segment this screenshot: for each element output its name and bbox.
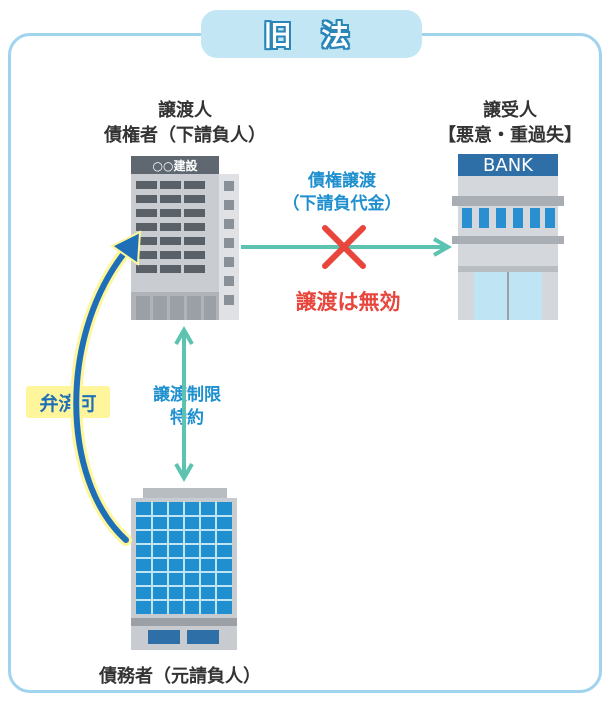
assignor-line1: 譲渡人 (158, 100, 212, 121)
transfer-line1: 債権譲渡 (308, 171, 376, 191)
bank-sign: BANK (483, 155, 534, 176)
transfer-line2: （下請負代金） (282, 194, 402, 214)
assignee-line1: 譲受人 (483, 100, 537, 121)
setoff-arrow (73, 243, 133, 543)
title-tab: 旧 法 (201, 10, 422, 58)
contractor-building-icon: ○○建設 (131, 156, 239, 320)
assignee-label: 譲受人 【悪意・重過失】 (420, 98, 600, 148)
debtor-building-icon (131, 488, 237, 650)
building-sign: ○○建設 (153, 158, 199, 173)
setoff-arrowhead-icon (110, 230, 142, 266)
debtor-label: 債務者（元請負人） (99, 666, 261, 687)
assignor-line2: 債権者（下請負人） (104, 125, 266, 146)
assignee-line2: 【悪意・重過失】 (438, 125, 582, 146)
bank-building-icon: BANK (452, 154, 564, 320)
assignor-label: 譲渡人 債権者（下請負人） (100, 98, 270, 148)
invalid-x-icon (322, 225, 366, 269)
transfer-label: 債権譲渡 （下請負代金） (262, 170, 422, 216)
invalid-label: 譲渡は無効 (295, 290, 401, 314)
